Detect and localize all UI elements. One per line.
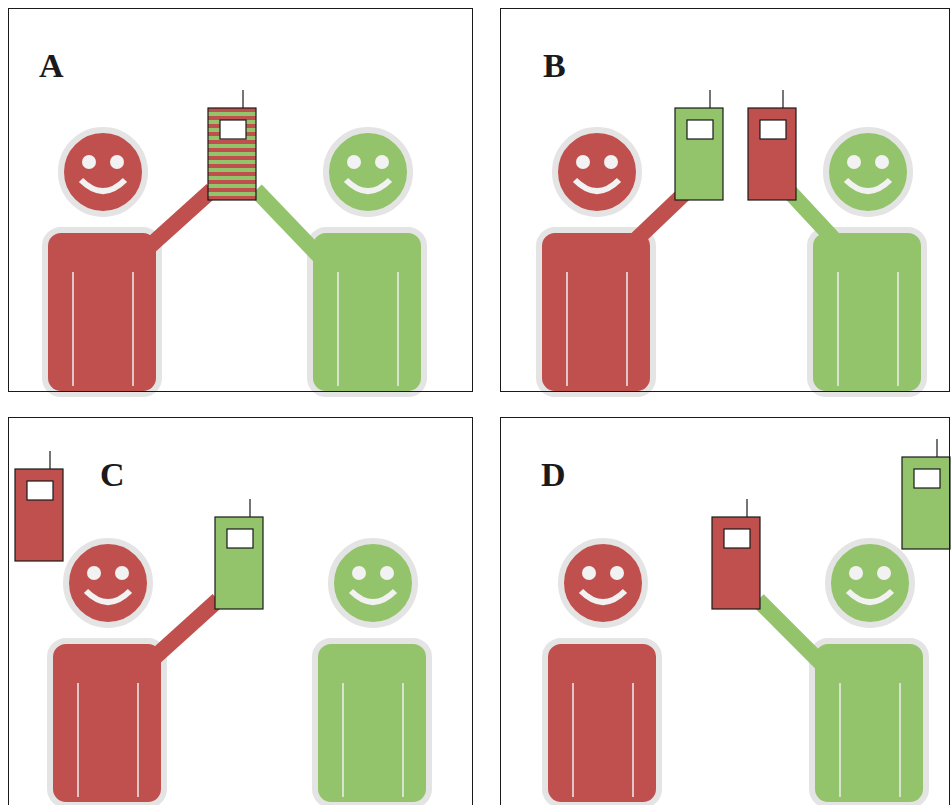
green-arm bbox=[788, 190, 855, 262]
green-person bbox=[812, 541, 926, 805]
panel-letter: B bbox=[543, 49, 566, 83]
red-person bbox=[539, 130, 653, 394]
green-phone bbox=[902, 439, 950, 549]
red-phone bbox=[748, 90, 796, 200]
red-person bbox=[50, 541, 164, 805]
green-arm bbox=[758, 600, 830, 672]
panel-frame: A bbox=[8, 8, 473, 392]
red-arm bbox=[620, 192, 686, 255]
green-arm bbox=[256, 190, 325, 262]
panel-letter: C bbox=[100, 458, 125, 492]
panel-frame: B bbox=[500, 8, 950, 392]
green-phone bbox=[675, 90, 723, 200]
red-person bbox=[45, 130, 159, 394]
panel-frame: D bbox=[500, 417, 950, 805]
panel-frame: C bbox=[8, 417, 473, 805]
red-arm bbox=[140, 190, 212, 255]
red-arm bbox=[145, 600, 218, 666]
green-person bbox=[310, 130, 424, 394]
red-person bbox=[545, 541, 659, 805]
panel-letter: A bbox=[39, 49, 64, 83]
green-person bbox=[315, 541, 429, 805]
red-phone bbox=[15, 451, 63, 561]
green-phone bbox=[215, 499, 263, 609]
red-phone bbox=[712, 499, 760, 609]
panel-letter: D bbox=[541, 458, 566, 492]
green-person bbox=[810, 130, 924, 394]
shared-phone bbox=[208, 90, 256, 200]
